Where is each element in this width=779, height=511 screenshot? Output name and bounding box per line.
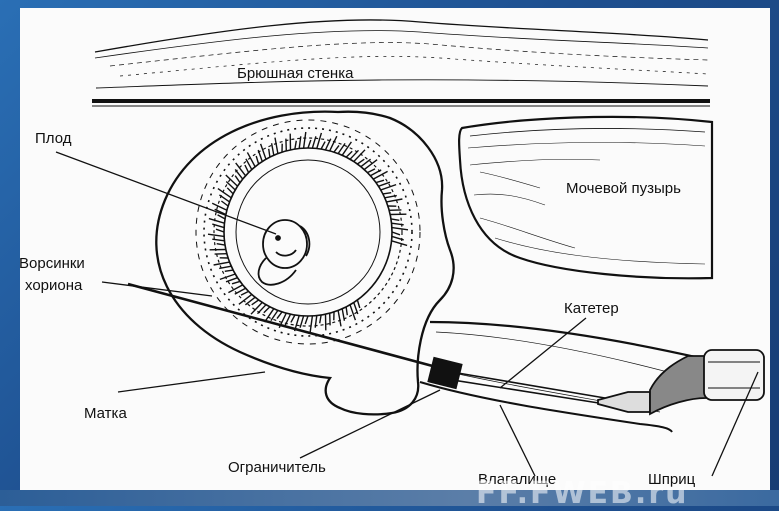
villus — [342, 309, 344, 321]
chorionic-villi-label-line2: хориона — [25, 277, 83, 294]
syringe — [598, 350, 764, 414]
villus — [225, 270, 233, 271]
villus — [338, 310, 341, 326]
chorionic-villi — [208, 132, 408, 332]
villus — [346, 151, 352, 157]
villus — [334, 145, 339, 152]
villus — [392, 241, 408, 246]
catheter-leader — [500, 318, 586, 388]
villus — [245, 165, 249, 173]
villus — [308, 140, 311, 148]
leader-lines — [56, 152, 758, 476]
villus — [392, 228, 408, 230]
villus — [392, 232, 400, 235]
villus — [357, 300, 359, 308]
villus — [305, 316, 308, 324]
limiter — [427, 357, 462, 389]
villus — [269, 149, 270, 157]
villus — [226, 278, 238, 282]
villus — [386, 199, 402, 202]
villus — [277, 312, 282, 319]
bladder — [459, 117, 712, 278]
bladder-label: Мочевой пузырь — [566, 180, 681, 197]
villus — [214, 262, 230, 265]
villus — [256, 156, 258, 164]
villus — [275, 138, 278, 154]
villus — [218, 215, 225, 219]
villus — [239, 294, 252, 304]
abdominal-wall-label: Брюшная стенка — [237, 65, 354, 82]
villus — [216, 229, 224, 232]
abdominal-wall — [92, 20, 710, 106]
villus — [209, 219, 225, 224]
uterus-leader — [118, 372, 265, 392]
villi-leader — [102, 282, 212, 296]
chorionic-villi-label: Ворсинки — [19, 255, 85, 272]
villus — [272, 143, 274, 155]
villus — [376, 180, 384, 182]
villus — [285, 314, 290, 325]
villus — [357, 159, 364, 164]
villus — [354, 302, 358, 314]
villus — [320, 315, 321, 323]
vagina-leader — [500, 405, 535, 476]
villus — [258, 150, 262, 162]
villus — [392, 223, 404, 225]
villus — [312, 136, 316, 148]
villus — [217, 244, 225, 245]
villus — [391, 219, 399, 220]
villus — [208, 234, 224, 236]
villus — [212, 239, 224, 241]
villus — [367, 169, 375, 173]
villus — [317, 133, 322, 149]
fetus-label: Плод — [35, 130, 72, 147]
catheter-label: Катетер — [564, 300, 619, 317]
limiter-leader — [300, 390, 440, 458]
villus — [321, 142, 325, 149]
uterus-label: Матка — [84, 405, 127, 422]
villus — [252, 300, 259, 305]
villus — [378, 182, 390, 186]
catheter — [128, 284, 605, 404]
villus — [346, 307, 347, 315]
villus — [295, 141, 296, 149]
fetus-leader — [56, 152, 276, 234]
villus — [232, 281, 240, 283]
uterus — [156, 112, 453, 415]
limiter-label: Ограничитель — [228, 459, 326, 476]
villus — [235, 176, 240, 183]
villus — [227, 188, 233, 194]
villus — [264, 307, 270, 313]
villus — [291, 315, 295, 322]
villus — [383, 193, 391, 194]
villus — [221, 201, 228, 206]
villus — [241, 291, 249, 295]
villus — [304, 132, 306, 148]
villus — [310, 316, 312, 332]
